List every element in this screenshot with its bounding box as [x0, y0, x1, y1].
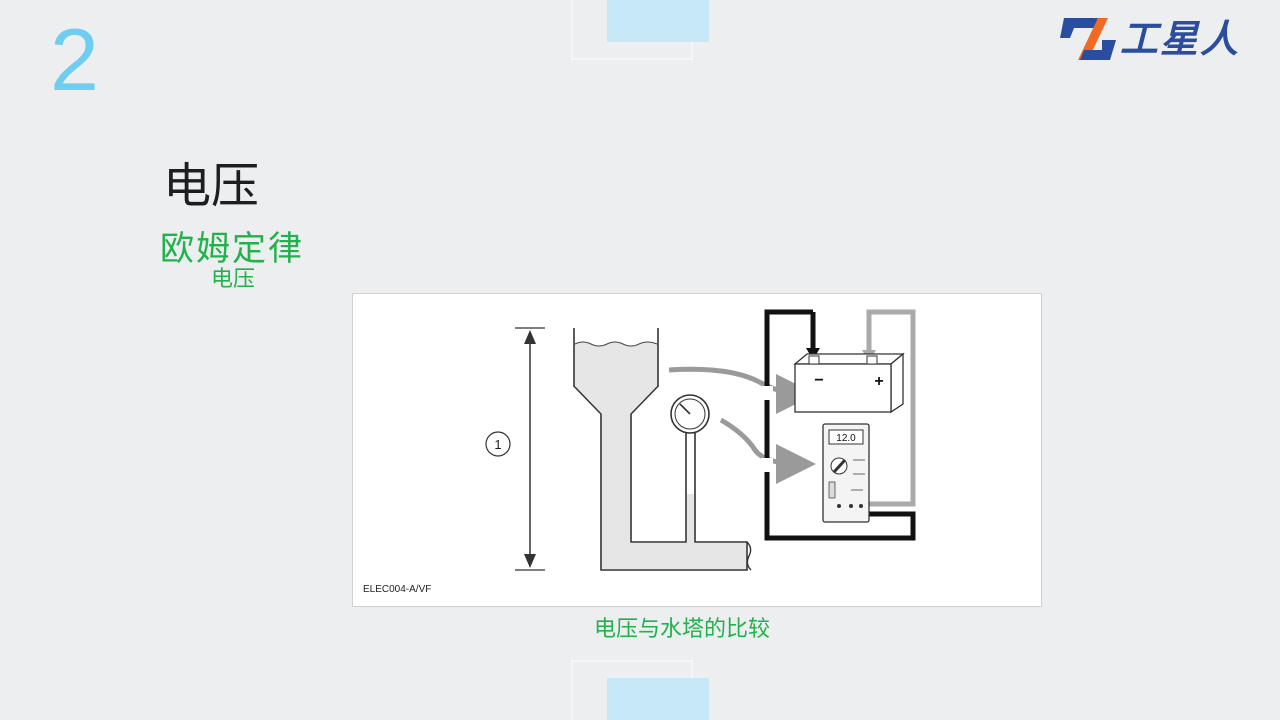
arrow-to-meter — [719, 417, 816, 484]
gray-wire — [861, 309, 916, 507]
slide-subsubtitle: 电压 — [211, 267, 256, 292]
battery-plus-label: + — [874, 373, 883, 390]
battery-icon — [793, 352, 905, 414]
logo-text: 工星人 — [1120, 17, 1241, 61]
figure-code: ELEC004-A/VF — [363, 584, 432, 595]
company-logo: 工星人 — [1058, 14, 1258, 64]
black-wire — [764, 309, 916, 541]
water-tower-voltage-figure: 1 − + — [352, 293, 1042, 607]
marker-label: 1 — [494, 437, 501, 452]
logo-mark-icon — [1060, 18, 1116, 60]
multimeter-icon — [822, 423, 870, 523]
water-tower-diagram: 1 − + — [485, 309, 916, 571]
arrow-to-battery — [668, 366, 816, 414]
bottom-decor-block — [607, 678, 709, 720]
meter-reading: 12.0 — [836, 433, 856, 444]
water-tower — [573, 328, 752, 571]
figure-caption: 电压与水塔的比较 — [594, 617, 771, 642]
slide-title: 电压 — [163, 158, 260, 214]
pressure-gauge-icon — [670, 394, 710, 434]
top-decor-block — [607, 0, 709, 42]
slide-subtitle: 欧姆定律 — [160, 229, 304, 269]
battery-minus-label: − — [814, 372, 823, 389]
height-dimension — [515, 327, 545, 571]
slide-number: 2 — [50, 10, 99, 109]
marker-circle — [485, 431, 511, 457]
